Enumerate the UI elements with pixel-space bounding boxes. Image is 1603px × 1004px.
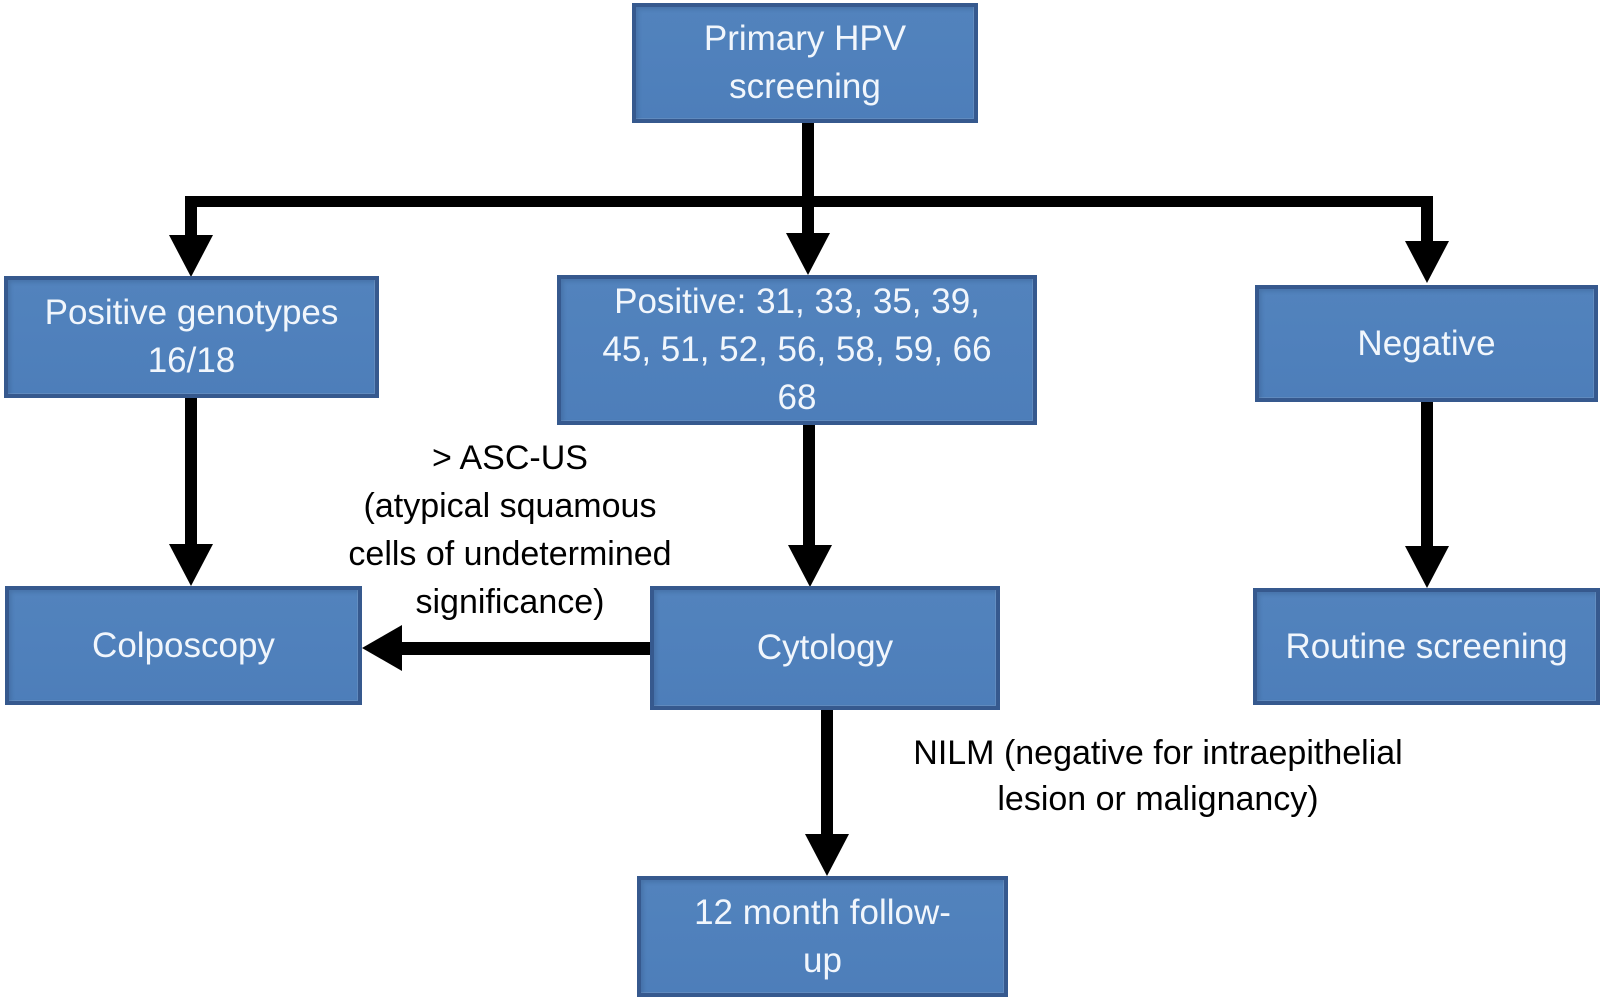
arrowhead-down-icon <box>169 235 213 277</box>
edge-label-asc-us: > ASC-US (atypical squamous cells of und… <box>348 439 672 621</box>
node-12-month-follow-up: 12 month follow- up <box>637 876 1008 997</box>
node-positive-other-genotypes: Positive: 31, 33, 35, 39, 45, 51, 52, 56… <box>557 275 1037 425</box>
connector-branch-right-drop <box>1421 196 1433 243</box>
node-routine-screening: Routine screening <box>1253 588 1600 705</box>
connector-cytology-to-colposcopy <box>402 642 650 655</box>
node-colposcopy: Colposcopy <box>5 586 362 705</box>
arrowhead-left-icon <box>362 625 402 671</box>
arrowhead-down-icon <box>786 233 830 275</box>
arrowhead-down-icon <box>788 545 832 587</box>
node-cytology: Cytology <box>650 586 1000 710</box>
node-primary-hpv-screening: Primary HPV screening <box>632 3 978 123</box>
connector-negative-to-routine <box>1421 402 1433 547</box>
connector-positive-to-cytology <box>803 425 815 549</box>
arrowhead-down-icon <box>1405 241 1449 283</box>
connector-genotypes-to-colposcopy <box>185 398 197 546</box>
edge-label-nilm: NILM (negative for intraepithelial lesio… <box>913 734 1403 818</box>
arrowhead-down-icon <box>1405 546 1449 588</box>
node-negative: Negative <box>1255 285 1598 402</box>
connector-branch-middle-drop <box>802 196 814 238</box>
arrowhead-down-icon <box>169 544 213 586</box>
node-positive-genotypes-16-18: Positive genotypes 16/18 <box>4 276 379 398</box>
connector-primary-stem <box>802 123 814 207</box>
connector-branch-left-drop <box>185 196 197 240</box>
arrowhead-down-icon <box>805 834 849 876</box>
connector-cytology-to-followup <box>821 710 833 836</box>
